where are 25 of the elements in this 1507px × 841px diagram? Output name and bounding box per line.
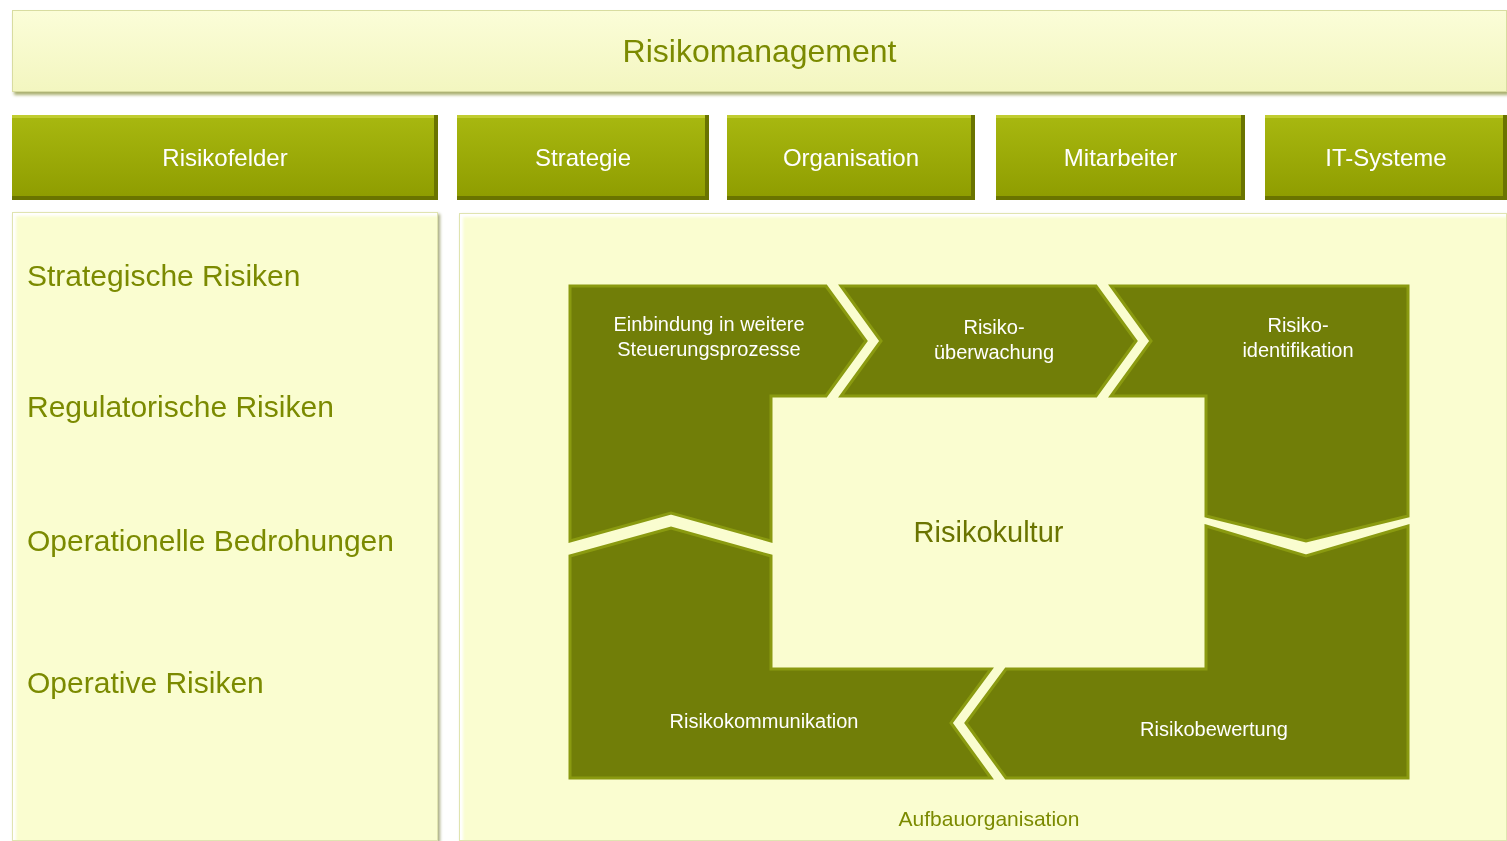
header-bar bbox=[457, 115, 709, 200]
header-label: IT-Systeme bbox=[1325, 143, 1447, 172]
risk-item: Regulatorische Risiken bbox=[27, 390, 334, 424]
header-bar bbox=[996, 115, 1245, 200]
process-panel bbox=[459, 213, 1507, 841]
step-label: Risikokommunikation bbox=[668, 708, 860, 734]
risk-item: Operationelle Bedrohungen bbox=[27, 524, 394, 558]
step-label: Einbindung in weitere Steuerungsprozesse bbox=[612, 312, 806, 362]
header-label: Mitarbeiter bbox=[1063, 143, 1178, 172]
header-label: Risikofelder bbox=[162, 143, 288, 172]
header-label: Strategie bbox=[534, 143, 632, 172]
risk-panel bbox=[12, 212, 438, 841]
panel-caption: Aufbauorganisation bbox=[898, 807, 1080, 831]
step-label: Risiko- überwachung bbox=[932, 315, 1056, 365]
step-label: Risikobewertung bbox=[1139, 716, 1289, 742]
risk-item: Strategische Risiken bbox=[27, 259, 301, 293]
header-bar bbox=[12, 115, 438, 200]
title: Risikomanagement bbox=[622, 32, 897, 70]
header-bar bbox=[727, 115, 975, 200]
risk-item: Operative Risiken bbox=[27, 666, 264, 700]
header-label: Organisation bbox=[782, 143, 920, 172]
header-bar bbox=[1265, 115, 1507, 200]
step-label: Risiko- identifikation bbox=[1241, 313, 1355, 363]
center-label: Risikokultur bbox=[913, 516, 1064, 549]
title-banner bbox=[12, 10, 1507, 92]
